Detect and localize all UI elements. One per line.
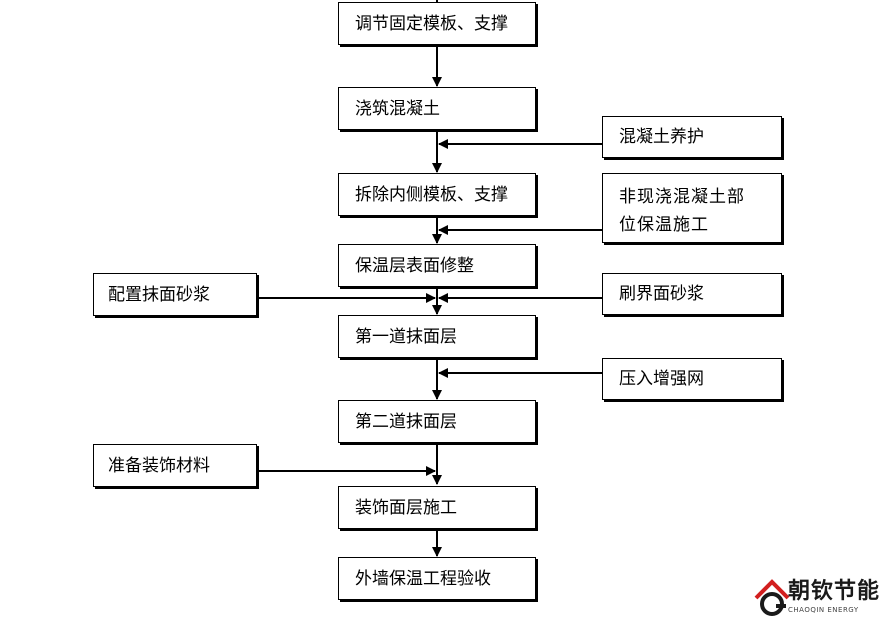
step-label: 第二道抹面层 <box>355 411 457 432</box>
step-box: 保温层表面修整 <box>338 244 536 287</box>
step-box: 装饰面层施工 <box>338 486 536 529</box>
input-box-right: 压入增强网 <box>602 358 782 400</box>
input-label: 准备装饰材料 <box>108 455 210 476</box>
logo-name: 朝钦节能 <box>788 579 881 604</box>
step-label: 第一道抹面层 <box>355 326 457 347</box>
step-box: 调节固定模板、支撑 <box>338 2 536 45</box>
input-box-right: 非现浇混凝土部 位保温施工 <box>602 173 782 243</box>
input-label-group: 非现浇混凝土部 位保温施工 <box>619 183 745 239</box>
step-box: 第二道抹面层 <box>338 400 536 443</box>
step-label: 装饰面层施工 <box>355 497 457 518</box>
step-box: 第一道抹面层 <box>338 315 536 358</box>
company-logo <box>754 579 790 616</box>
step-box: 拆除内侧模板、支撑 <box>338 173 536 216</box>
house-roof-icon <box>754 579 790 600</box>
logo-subtitle: CHAOQIN ENERGY <box>788 606 859 614</box>
step-box: 浇筑混凝土 <box>338 87 536 130</box>
step-box: 外墙保温工程验收 <box>338 557 536 600</box>
step-label: 保温层表面修整 <box>355 255 474 276</box>
input-label: 非现浇混凝土部 <box>619 187 745 207</box>
input-label: 配置抹面砂浆 <box>108 284 210 305</box>
input-box-right: 刷界面砂浆 <box>602 273 782 315</box>
input-label: 压入增强网 <box>619 369 704 389</box>
input-label: 刷界面砂浆 <box>619 284 704 304</box>
step-label: 拆除内侧模板、支撑 <box>355 184 508 205</box>
input-label: 位保温施工 <box>619 215 709 235</box>
input-box-left: 准备装饰材料 <box>93 444 257 487</box>
step-label: 调节固定模板、支撑 <box>355 13 508 34</box>
step-label: 浇筑混凝土 <box>355 98 440 119</box>
input-box-right: 混凝土养护 <box>602 116 782 158</box>
step-label: 外墙保温工程验收 <box>355 568 491 589</box>
input-box-left: 配置抹面砂浆 <box>93 273 257 316</box>
input-label: 混凝土养护 <box>619 127 704 147</box>
